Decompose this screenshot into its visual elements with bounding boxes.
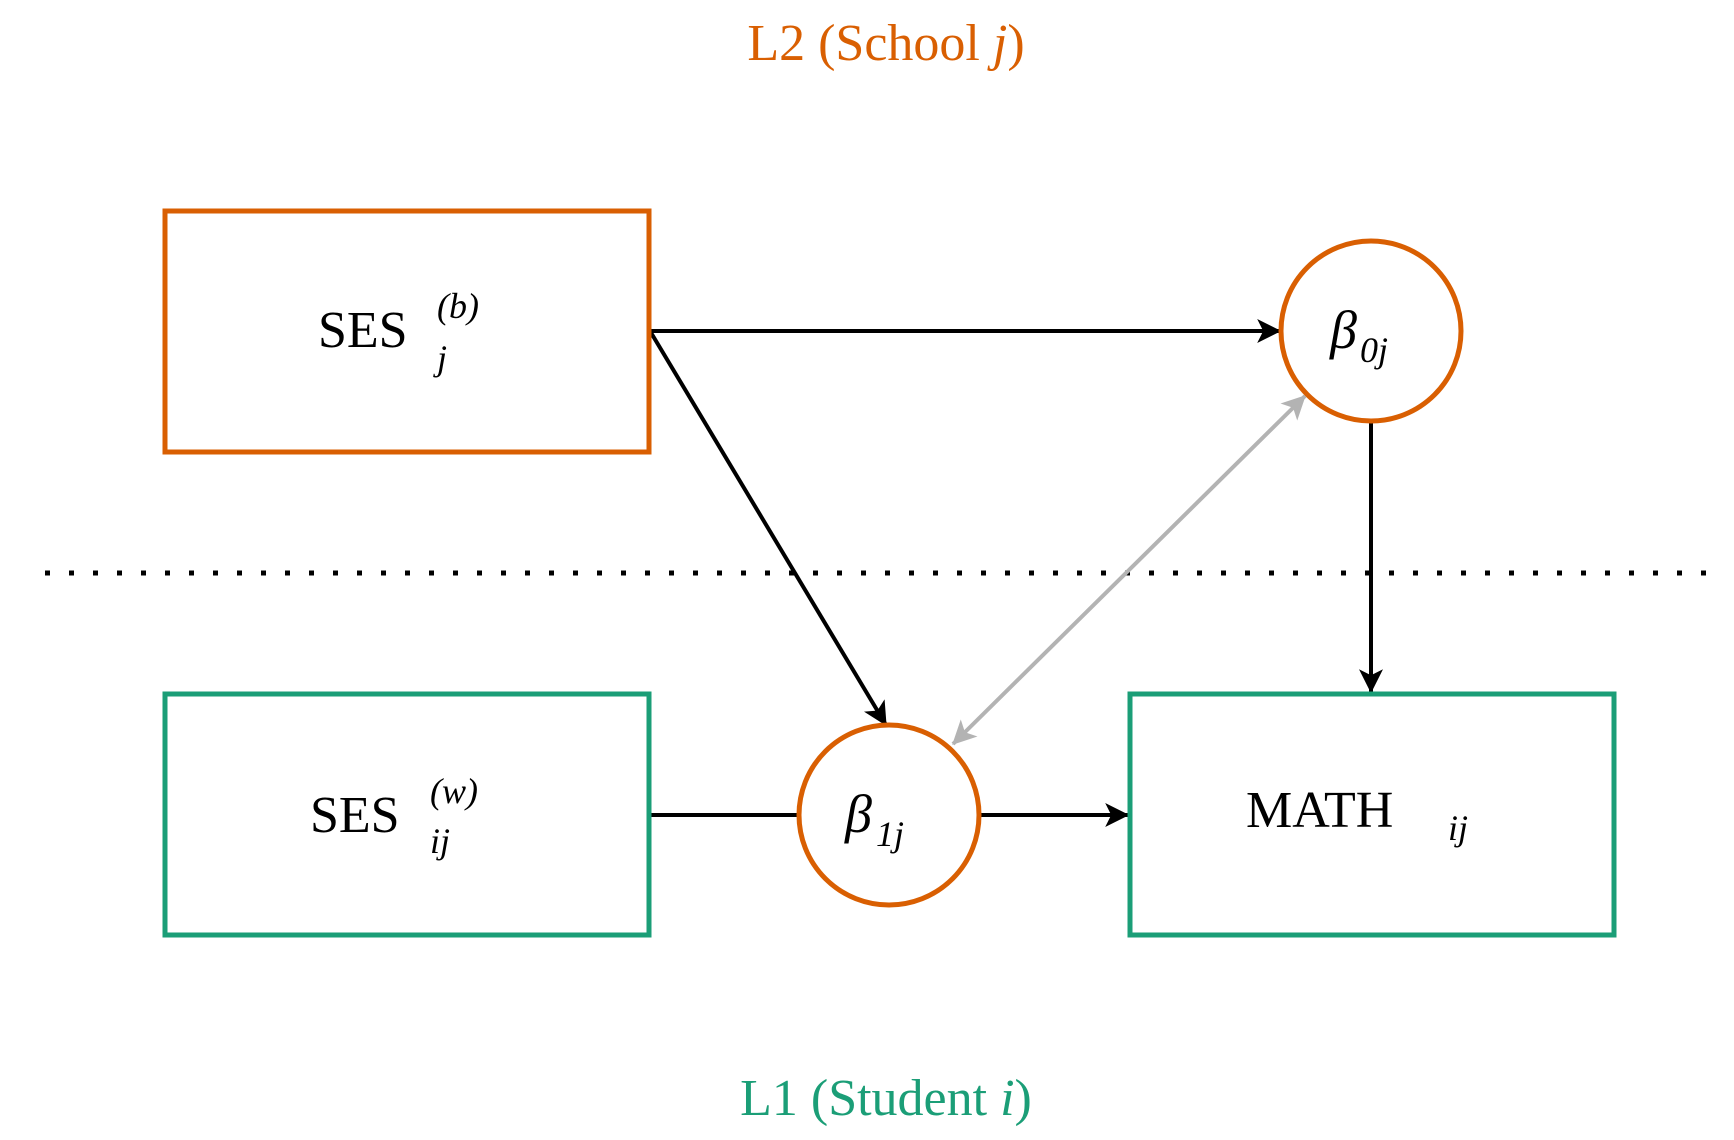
beta1-circle xyxy=(796,722,982,908)
node-ses-within[interactable]: SES (w) ij xyxy=(162,691,652,938)
ses-between-box xyxy=(162,208,652,455)
level-2-heading: L2 (School j) xyxy=(747,15,1024,72)
edge-beta0-beta1-covariance xyxy=(951,394,1307,746)
beta0-label: β xyxy=(1329,300,1357,360)
level-2-prefix: L2 (School xyxy=(747,15,993,72)
beta1-subscript: 1j xyxy=(876,814,904,854)
beta0-circle xyxy=(1278,238,1464,424)
math-label: MATH xyxy=(1246,782,1393,839)
node-beta0[interactable]: β 0j xyxy=(1278,238,1464,424)
ses-within-subscript: ij xyxy=(430,821,450,861)
math-subscript: ij xyxy=(1448,808,1468,848)
ses-within-base: SES xyxy=(310,787,400,844)
edge-ses-between-to-beta1 xyxy=(648,329,888,727)
ses-between-base: SES xyxy=(318,302,408,359)
node-ses-between[interactable]: SES (b) j xyxy=(162,208,652,455)
ses-between-superscript: (b) xyxy=(437,286,479,326)
ses-between-label: SES xyxy=(318,302,408,359)
ses-within-box xyxy=(162,691,652,938)
beta0-subscript: 0j xyxy=(1360,330,1388,370)
level-1-prefix: L1 (Student xyxy=(740,1070,1000,1127)
node-beta1[interactable]: β 1j xyxy=(796,722,982,908)
level-2-suffix: ) xyxy=(1007,15,1024,72)
ses-between-subscript: j xyxy=(433,338,447,378)
level-1-suffix: ) xyxy=(1015,1070,1032,1127)
level-2-index: j xyxy=(987,15,1007,72)
ses-within-label: SES xyxy=(310,787,400,844)
level-1-heading: L1 (Student i) xyxy=(740,1070,1032,1127)
node-math[interactable]: MATH ij xyxy=(1127,691,1617,938)
math-box xyxy=(1127,691,1617,938)
ses-within-superscript: (w) xyxy=(430,771,478,811)
level-1-index: i xyxy=(1000,1070,1014,1127)
beta1-label: β xyxy=(844,784,872,844)
